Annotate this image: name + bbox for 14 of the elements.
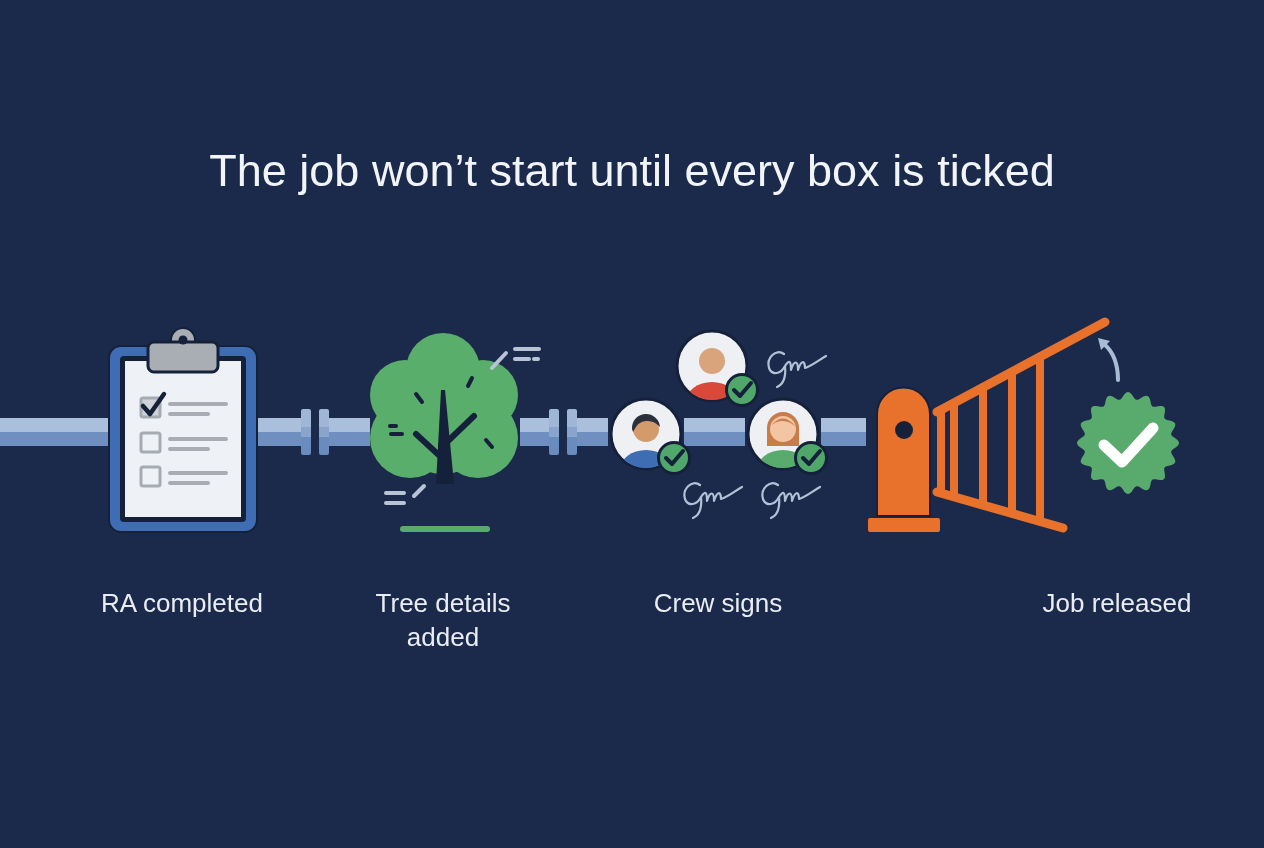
step-caption: RA completed [101, 587, 263, 620]
title: The job won’t start until every box is ticked [209, 144, 1055, 198]
pipe-connector [520, 418, 608, 446]
tree-illustration [370, 332, 520, 532]
pipe-connector [0, 418, 108, 446]
step-caption: Tree details added [374, 587, 512, 654]
step-caption: Job released [1042, 587, 1192, 620]
check-badge-icon [1076, 391, 1180, 495]
pipe-connector [258, 418, 370, 446]
clipboard-checklist [108, 326, 258, 534]
step-caption: Crew signs [653, 587, 783, 620]
pipe-connector [821, 418, 866, 446]
barrier-gate [866, 316, 1112, 534]
pipe-connector [684, 418, 745, 446]
